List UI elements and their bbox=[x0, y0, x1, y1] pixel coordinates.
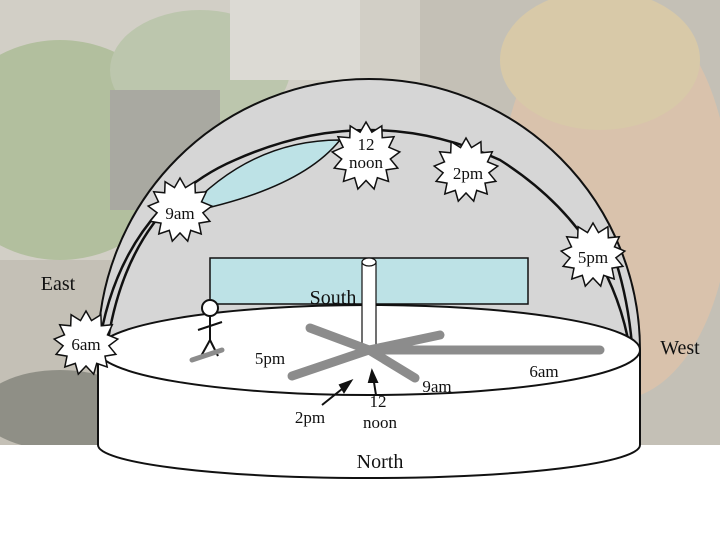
shadows bbox=[287, 323, 605, 383]
sun-label-noon-line1: 12 bbox=[358, 135, 375, 154]
sun-marker-5pm bbox=[559, 221, 627, 288]
sun-marker-noon bbox=[330, 120, 402, 191]
shadow-label-9am: 9am bbox=[422, 377, 451, 396]
sun-label-noon-line2: noon bbox=[349, 153, 384, 172]
sun-label-6am: 6am bbox=[71, 335, 100, 354]
shadow-label-2pm: 2pm bbox=[295, 408, 325, 427]
shadow-label-noon-line1: 12 bbox=[370, 392, 387, 411]
shadow-arrows bbox=[321, 368, 379, 406]
shadow-label-5pm: 5pm bbox=[255, 349, 285, 368]
sun-marker-9am bbox=[146, 176, 214, 243]
sun-label-9am: 9am bbox=[165, 204, 194, 223]
sun-marker-2pm bbox=[432, 136, 500, 203]
person-figure bbox=[197, 299, 223, 359]
direction-west: West bbox=[660, 337, 700, 359]
direction-south: South bbox=[310, 287, 357, 309]
sun-markers bbox=[52, 120, 627, 376]
direction-north: North bbox=[357, 451, 404, 473]
direction-east: East bbox=[41, 273, 76, 295]
sun-label-2pm: 2pm bbox=[453, 164, 483, 183]
shadow-label-noon-line2: noon bbox=[363, 413, 398, 432]
sun-marker-6am bbox=[52, 309, 120, 376]
shadow-label-6am: 6am bbox=[529, 362, 558, 381]
gnomon-pole bbox=[361, 257, 377, 351]
sun-label-5pm: 5pm bbox=[578, 248, 608, 267]
person-shadow bbox=[189, 347, 225, 363]
